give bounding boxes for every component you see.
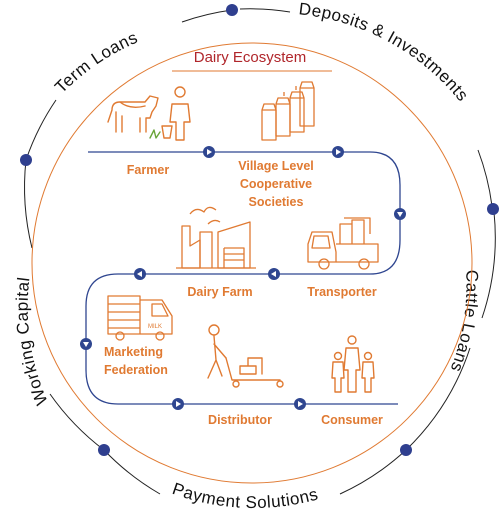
- inner-orange-circle: [31, 42, 473, 484]
- truck-milk-label: MILK: [148, 324, 162, 330]
- node-label-farmer: Farmer: [127, 163, 170, 177]
- ring-dot: [400, 444, 412, 456]
- arrow-left-icon: [268, 268, 280, 280]
- node-label-village-line2: Cooperative: [240, 177, 312, 191]
- ring-label-term-loans: Term Loans: [51, 28, 140, 97]
- arrow-right-icon: [172, 398, 184, 410]
- arrow-right-icon: [294, 398, 306, 410]
- node-label-marketing-line2: Federation: [104, 363, 168, 377]
- ring-dot: [98, 444, 110, 456]
- arrow-right-icon: [332, 146, 344, 158]
- node-label-transporter: Transporter: [307, 285, 377, 299]
- diagram-title: Dairy Ecosystem: [194, 49, 307, 66]
- consumer-family-icon: [331, 335, 375, 393]
- distributor-trolley-icon: [207, 324, 284, 388]
- arrow-down-icon: [394, 208, 406, 220]
- flow-arrows: [80, 146, 406, 410]
- dairy-farm-factory-icon: [176, 206, 256, 269]
- ring-dot: [226, 4, 238, 16]
- node-label-dairy-farm: Dairy Farm: [187, 285, 252, 299]
- ring-label-payment-solutions: Payment Solutions: [170, 479, 320, 510]
- node-label-village-line3: Societies: [249, 195, 304, 209]
- milk-truck-icon: MILK: [107, 295, 173, 341]
- node-label-distributor: Distributor: [208, 413, 272, 427]
- node-label-consumer: Consumer: [321, 413, 383, 427]
- ring-dots: [20, 4, 499, 456]
- transporter-truck-icon: [307, 217, 379, 270]
- farmer-cow-icon: [107, 86, 191, 141]
- arrow-down-icon: [80, 338, 92, 350]
- flow-path: [85, 151, 401, 405]
- node-label-marketing-line1: Marketing: [104, 345, 163, 359]
- node-label-village-line1: Village Level: [238, 159, 314, 173]
- milk-cans-icon: [261, 81, 315, 141]
- arrow-right-icon: [203, 146, 215, 158]
- ring-dot: [20, 154, 32, 166]
- ring-label-deposits: Deposits & Investments: [298, 0, 473, 105]
- ring-label-working-capital: Working Capital: [13, 276, 52, 408]
- ring-dot: [487, 203, 499, 215]
- arrow-left-icon: [134, 268, 146, 280]
